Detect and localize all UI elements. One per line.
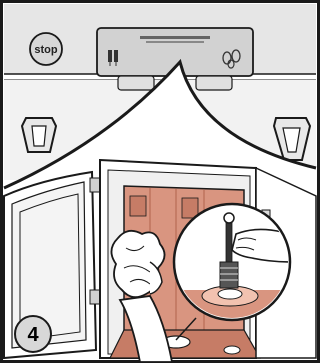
- stop-button-label: stop: [34, 44, 58, 56]
- step-badge: 4: [15, 316, 51, 352]
- left-outlet: [22, 118, 56, 152]
- step-number: 4: [27, 324, 39, 346]
- stop-button[interactable]: stop: [30, 33, 62, 65]
